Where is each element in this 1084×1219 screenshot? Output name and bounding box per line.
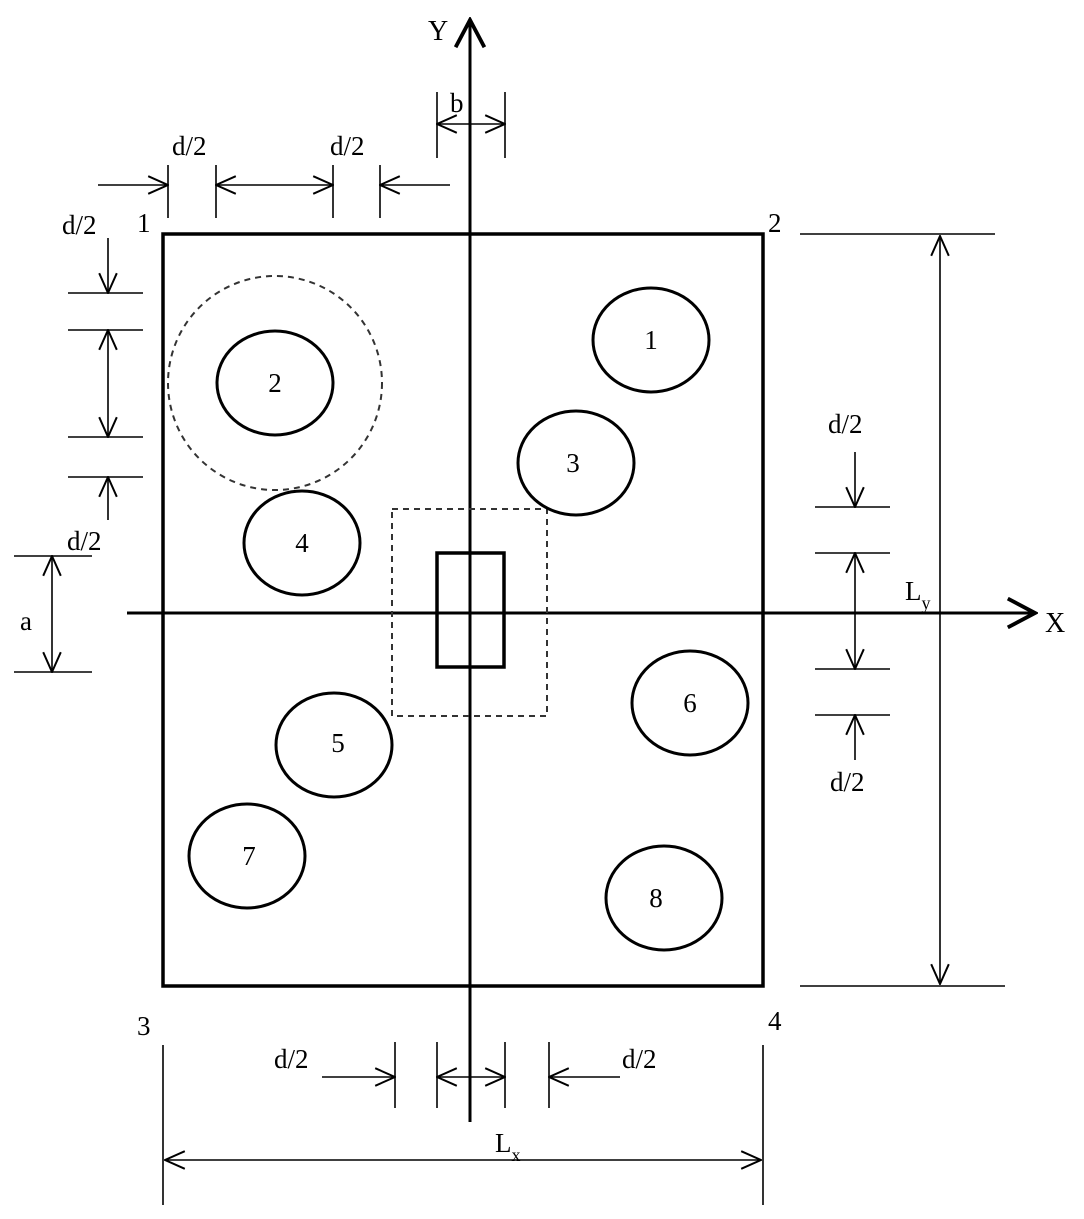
top-edge-dimension: d/2 d/2 [98,131,450,218]
pile-2-influence-circle [167,275,383,491]
corner-label-1: 1 [137,208,151,238]
pile-label: 3 [566,448,580,478]
pile-3: 3 [516,409,636,517]
pile-5: 5 [274,691,394,799]
dim-label-d2: d/2 [67,526,102,556]
pile-cap-outline [161,232,765,988]
dim-label-d2: d/2 [274,1044,309,1074]
dim-label-d2: d/2 [62,210,97,240]
dim-label-d2: d/2 [828,409,863,439]
bottom-column-dimension: d/2 d/2 [274,1042,657,1108]
pile-2: 2 [215,329,335,437]
dim-label-d2: d/2 [830,767,865,797]
column-outline [435,551,506,669]
dim-label-lx: Lx [495,1128,521,1165]
corner-label-2: 2 [768,208,782,238]
column-punching-zone [391,508,548,717]
pile-label: 4 [295,528,309,558]
dim-label-d2: d/2 [330,131,365,161]
left-edge-dimension: d/2 d/2 [62,210,143,556]
pile-4: 4 [242,489,362,597]
corner-label-3: 3 [137,1011,151,1041]
pile-label: 5 [331,728,345,758]
dim-label-b: b [450,88,464,118]
dim-label-d2: d/2 [622,1044,657,1074]
dim-label-a: a [20,606,32,636]
corner-label-4: 4 [768,1006,782,1036]
pile-label: 2 [268,368,282,398]
cap-length-dimension-ly: Ly [800,233,1005,987]
pile-offset-dimension-a: a [14,556,92,672]
x-axis-label: X [1045,608,1065,639]
dim-label-ly: Ly [905,576,931,613]
pile-label: 6 [683,688,697,718]
pile-8: 8 [604,844,724,952]
pile-label: 8 [649,883,663,913]
cap-width-dimension-lx: Lx [162,1045,764,1205]
pile-1: 1 [591,286,711,394]
pile-label: 7 [242,841,256,871]
right-column-dimension: d/2 d/2 [815,409,890,797]
pile-6: 6 [630,649,750,757]
pile-7: 7 [187,802,307,910]
y-axis-label: Y [428,16,448,47]
column-width-dimension-b: b [437,88,505,158]
pile-label: 1 [644,325,658,355]
dim-label-d2: d/2 [172,131,207,161]
